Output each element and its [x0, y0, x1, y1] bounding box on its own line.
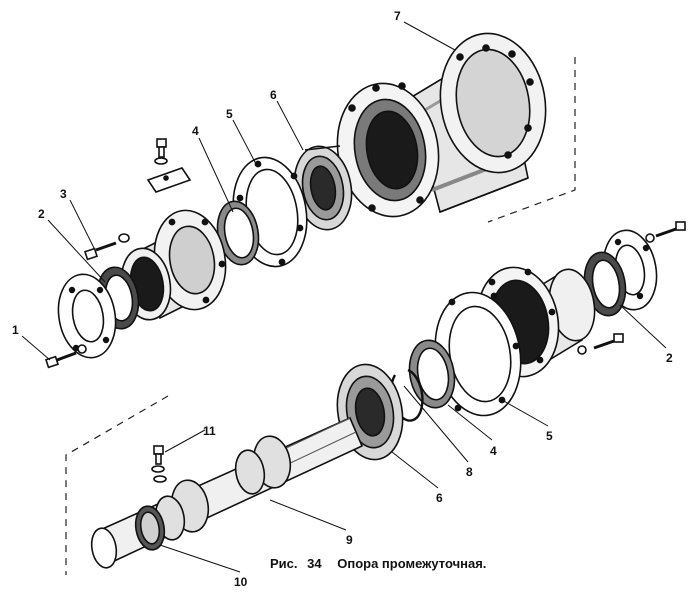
caption-number: 34 — [307, 556, 322, 571]
upper-bolt-3 — [84, 233, 130, 261]
lower-bearing — [336, 363, 404, 461]
bolt-11 — [151, 445, 167, 483]
callout-5-lower: 5 — [546, 429, 553, 443]
callout-10: 10 — [234, 575, 248, 589]
callout-3: 3 — [60, 187, 67, 201]
lock-plate — [146, 167, 192, 193]
housing-rear-flange — [439, 32, 547, 174]
small-bolt-top — [154, 138, 168, 165]
leader-lines — [21, 21, 667, 573]
upper-gasket — [232, 156, 308, 268]
splined-collar — [134, 505, 166, 551]
callout-6-lower: 6 — [436, 491, 443, 505]
callout-9: 9 — [346, 533, 353, 547]
callout-7: 7 — [394, 9, 401, 23]
callout-2-left: 2 — [38, 207, 45, 221]
lower-gasket — [434, 291, 522, 417]
callout-8: 8 — [466, 465, 473, 479]
upper-seal-ring — [216, 200, 260, 266]
axis-lines — [65, 57, 576, 575]
callout-6-upper: 6 — [270, 88, 277, 102]
callout-1: 1 — [12, 323, 19, 337]
callout-4-upper: 4 — [192, 124, 199, 138]
lower-right-bolt — [577, 333, 624, 355]
upper-bearing — [293, 145, 353, 231]
upper-bolt-1 — [45, 344, 87, 369]
caption-prefix: Рис. — [270, 556, 298, 571]
intermediate-shaft — [90, 416, 364, 569]
left-end-cover — [57, 273, 117, 359]
callouts: 1 2 3 4 5 6 7 2 5 4 8 6 9 10 11 — [12, 9, 673, 589]
housing-front-flange — [336, 82, 440, 218]
right-bolt-top — [645, 221, 686, 243]
callout-5-upper: 5 — [226, 107, 233, 121]
callout-2-right: 2 — [666, 351, 673, 365]
callout-11: 11 — [203, 424, 216, 438]
caption-title: Опора промежуточная. — [337, 556, 486, 571]
figure-caption: Рис. 34 Опора промежуточная. — [270, 556, 486, 571]
right-seal-2 — [583, 251, 627, 317]
callout-4-lower: 4 — [490, 444, 497, 458]
